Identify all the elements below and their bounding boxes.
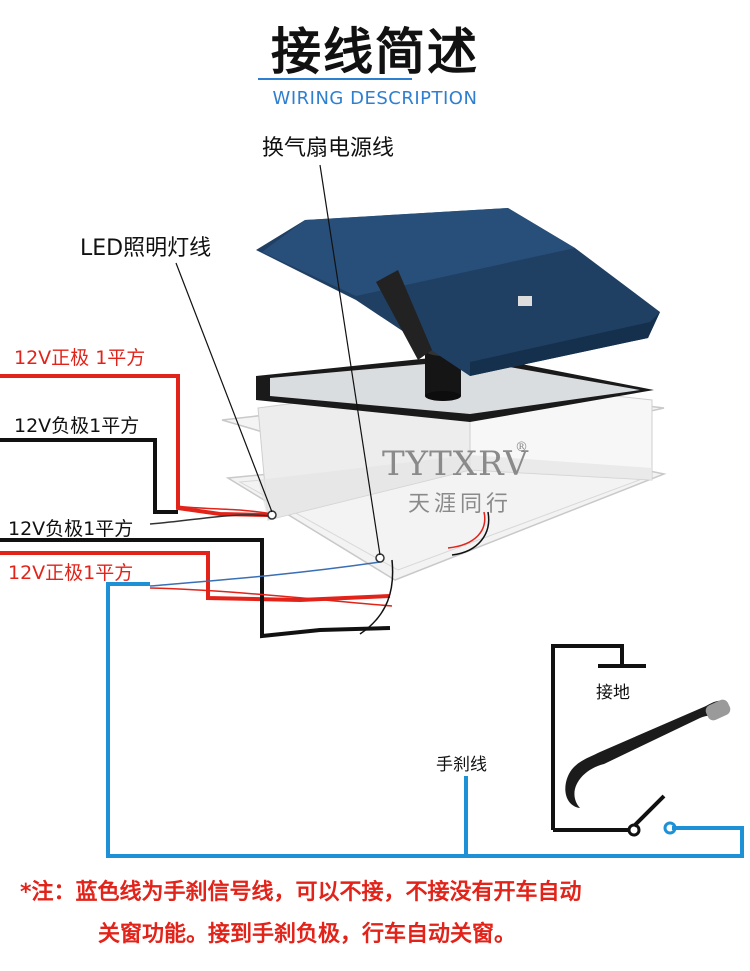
black-wire-upper bbox=[0, 438, 178, 514]
black-wire-lower bbox=[0, 538, 391, 639]
led-light-label: LED照明灯线 bbox=[80, 236, 212, 261]
brand-logo-text: TYTXRV bbox=[382, 444, 529, 484]
roof-vent-unit bbox=[221, 208, 667, 581]
page-title: 接线简述 bbox=[271, 23, 479, 81]
handbrake-ground-symbol bbox=[551, 644, 666, 837]
fan-power-label: 换气扇电源线 bbox=[262, 136, 395, 161]
blue-handbrake-wire bbox=[106, 582, 744, 858]
negative-wire-label-1: 12V负极1平方 bbox=[14, 415, 140, 437]
led-pointer-line bbox=[175, 262, 273, 513]
brand-chinese-name: 天涯同行 bbox=[408, 492, 513, 517]
led-connector-dot bbox=[267, 510, 277, 520]
note-line-2: 关窗功能。接到手刹负极，行车自动关窗。 bbox=[98, 922, 517, 947]
page-subtitle: WIRING DESCRIPTION bbox=[272, 88, 478, 109]
positive-wire-label-1: 12V正极 1平方 bbox=[14, 347, 146, 369]
positive-wire-label-2: 12V正极1平方 bbox=[8, 562, 134, 584]
note-line-1: *注：蓝色线为手刹信号线，可以不接，不接没有开车自动 bbox=[20, 880, 582, 905]
lid-hinge-arm bbox=[376, 270, 432, 360]
title-underline bbox=[258, 78, 412, 80]
red-wire-lower bbox=[0, 551, 391, 603]
brand-registered-mark: ® bbox=[515, 440, 528, 455]
ground-label: 接地 bbox=[596, 683, 630, 703]
red-wire-upper bbox=[0, 374, 269, 517]
handbrake-wire-label: 手刹线 bbox=[436, 755, 487, 775]
handbrake-lever-icon bbox=[565, 699, 731, 808]
negative-wire-label-2: 12V负极1平方 bbox=[8, 518, 134, 540]
fan-pointer-line bbox=[319, 164, 381, 556]
fan-connector-dot bbox=[375, 553, 385, 563]
